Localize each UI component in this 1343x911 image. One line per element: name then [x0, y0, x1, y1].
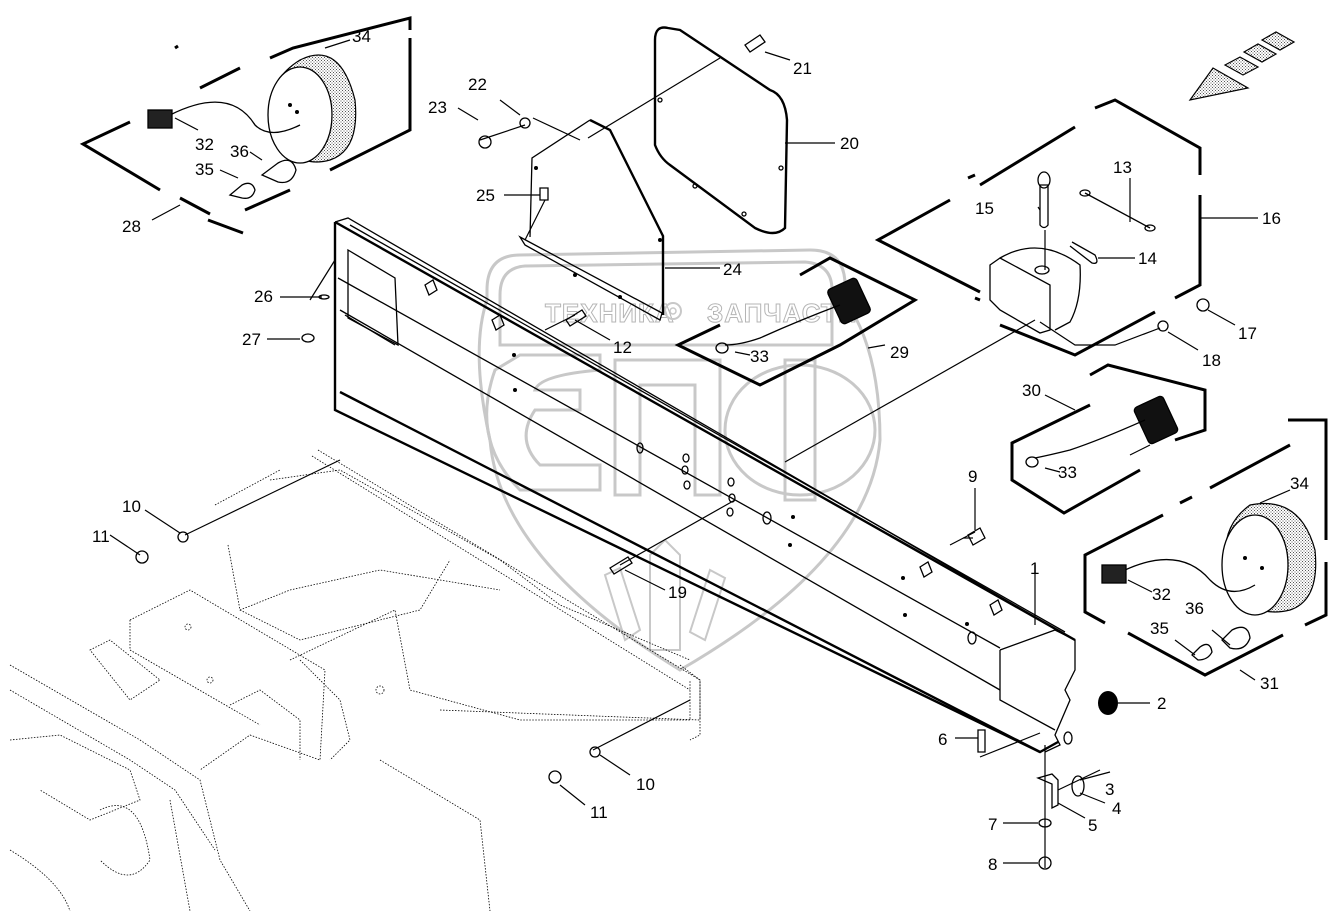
nut-17 — [1196, 298, 1210, 312]
connector-32-right — [1101, 564, 1127, 584]
hitch-group — [874, 98, 1202, 357]
callout-35-right: 35 — [1150, 619, 1169, 638]
callout-labels: 1 2 3 4 5 6 7 8 9 10 10 11 11 12 13 14 1… — [92, 27, 1309, 874]
cover-plate-20 — [653, 26, 789, 235]
callout-19: 19 — [668, 583, 687, 602]
callout-33-top: 33 — [750, 347, 769, 366]
callout-34-left: 34 — [352, 27, 371, 46]
lamp-group-right — [1083, 418, 1328, 677]
callout-13: 13 — [1113, 158, 1132, 177]
washer-7 — [1038, 818, 1052, 828]
bulb-36-right — [1221, 626, 1251, 650]
callout-leaders — [109, 39, 1291, 864]
bolt-21 — [744, 34, 766, 53]
callout-17: 17 — [1238, 324, 1257, 343]
connector-32-left — [147, 109, 173, 129]
plug-2 — [1098, 691, 1118, 715]
callout-18: 18 — [1202, 351, 1221, 370]
callout-21: 21 — [793, 59, 812, 78]
nut-23 — [478, 135, 492, 149]
callout-31: 31 — [1260, 674, 1279, 693]
bolt-25 — [539, 187, 549, 201]
watermark-text-left: ТЕХНИКА — [545, 298, 675, 328]
callout-28: 28 — [122, 217, 141, 236]
callout-15: 15 — [975, 199, 994, 218]
cross-beam — [333, 217, 1076, 754]
cotter-pin-14 — [1069, 241, 1098, 264]
callout-16: 16 — [1262, 209, 1281, 228]
lamp-group-left — [79, 16, 412, 235]
fasteners — [135, 34, 1210, 870]
bolt-19 — [609, 556, 633, 575]
callout-4: 4 — [1112, 799, 1121, 818]
callout-10-bottom: 10 — [636, 775, 655, 794]
gear-icon — [664, 302, 682, 320]
callout-10-left: 10 — [122, 497, 141, 516]
bolt-12 — [565, 309, 587, 327]
callout-33-right: 33 — [1058, 463, 1077, 482]
callout-32-left: 32 — [195, 135, 214, 154]
bulb-36-left — [260, 159, 297, 184]
callout-23: 23 — [428, 98, 447, 117]
callout-12: 12 — [613, 338, 632, 357]
callout-35-left: 35 — [195, 160, 214, 179]
bulb-35-left — [228, 182, 256, 199]
nut-8 — [1038, 856, 1052, 870]
nut-11-bottom — [548, 770, 562, 784]
callout-36-right: 36 — [1185, 599, 1204, 618]
nut-11-left — [135, 550, 149, 564]
connector-33-right — [1025, 456, 1039, 468]
washer-22 — [519, 117, 531, 129]
callout-29: 29 — [890, 343, 909, 362]
callout-7: 7 — [988, 815, 997, 834]
bolt-6 — [977, 729, 986, 753]
callout-20: 20 — [840, 134, 859, 153]
machine-frame-background — [9, 449, 701, 911]
wheat-ears-emblem — [603, 538, 727, 651]
lamp-group-30 — [1010, 363, 1207, 515]
callout-27: 27 — [242, 330, 261, 349]
callout-9: 9 — [968, 467, 977, 486]
bolt-9 — [967, 527, 986, 546]
callout-6: 6 — [938, 730, 947, 749]
callout-30: 30 — [1022, 381, 1041, 400]
washer-10-left — [177, 531, 189, 543]
callout-34-right: 34 — [1290, 474, 1309, 493]
washer-18 — [1157, 320, 1169, 332]
lanyard-13 — [1084, 192, 1151, 229]
callout-25: 25 — [476, 186, 495, 205]
direction-arrow-icon — [1188, 31, 1296, 101]
callout-32-right: 32 — [1152, 585, 1171, 604]
callout-1: 1 — [1030, 559, 1039, 578]
callout-26: 26 — [254, 287, 273, 306]
washer-10-bottom — [589, 746, 601, 758]
lamp-group-29 — [674, 256, 919, 387]
callout-8: 8 — [988, 855, 997, 874]
marker-lamp-30 — [1133, 395, 1179, 445]
pin-15 — [1039, 184, 1049, 229]
bracket-5 — [1036, 773, 1059, 810]
reflector-4 — [1071, 775, 1085, 797]
callout-5: 5 — [1088, 816, 1097, 835]
callout-24: 24 — [723, 260, 742, 279]
callout-36-left: 36 — [230, 142, 249, 161]
connector-33-top — [715, 342, 729, 354]
callout-11-left: 11 — [92, 527, 110, 546]
nut-27 — [301, 333, 315, 343]
bulb-35-right — [1191, 643, 1213, 661]
callout-2: 2 — [1157, 694, 1166, 713]
callout-22: 22 — [468, 75, 487, 94]
callout-14: 14 — [1138, 249, 1157, 268]
hitch-bracket — [989, 257, 1051, 334]
callout-11-bottom: 11 — [590, 803, 608, 822]
callout-3: 3 — [1105, 780, 1114, 799]
panel-24 — [518, 117, 665, 321]
